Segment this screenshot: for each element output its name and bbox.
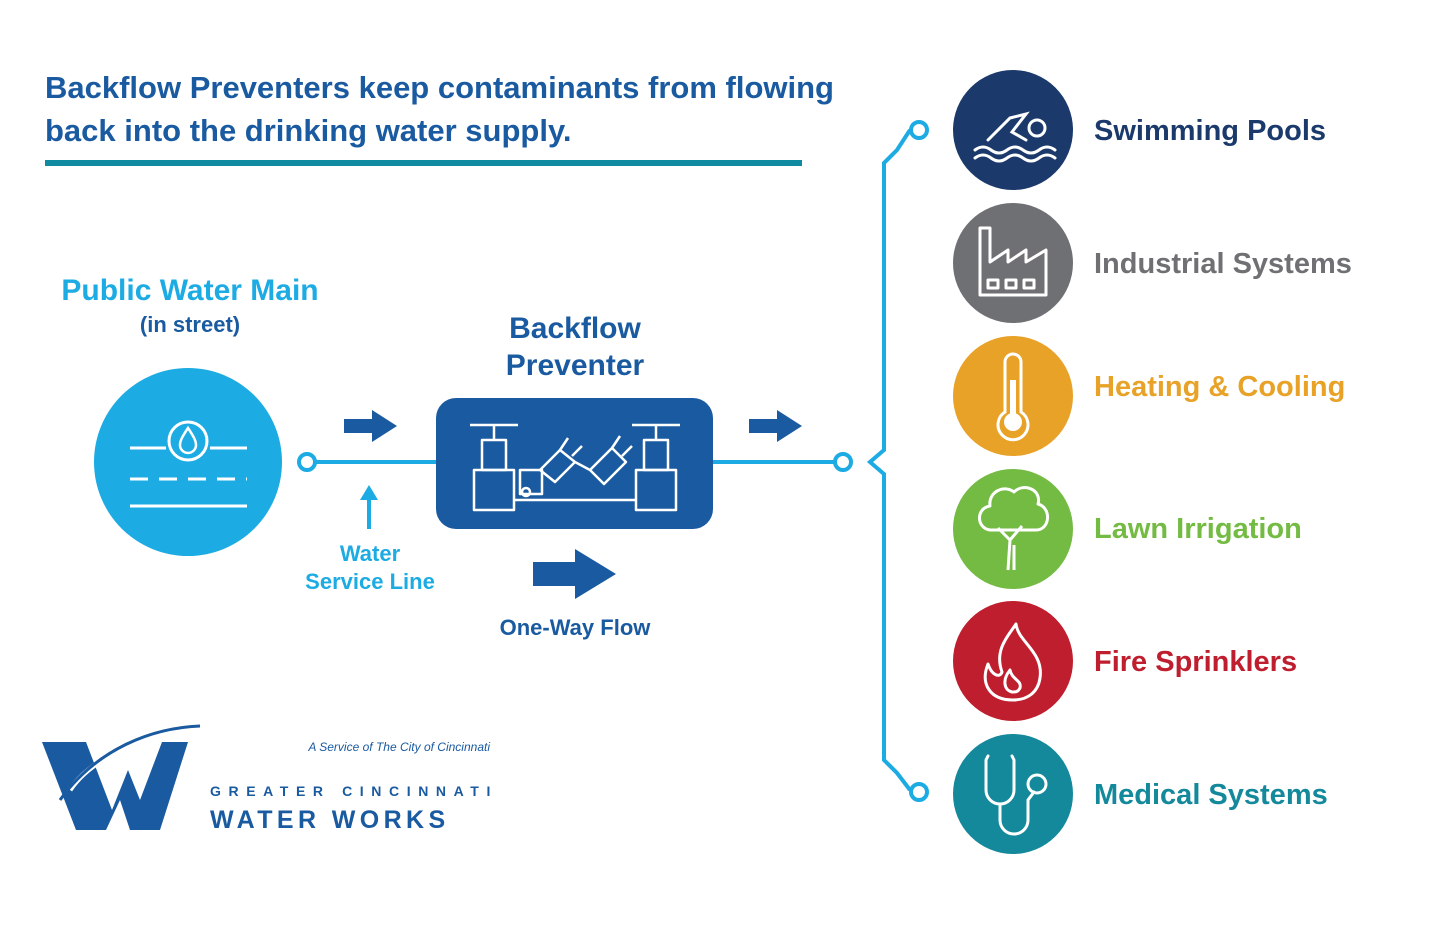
flow-arrow-icon bbox=[344, 410, 397, 442]
category-label-fire-sprinklers: Fire Sprinklers bbox=[1094, 646, 1298, 678]
one-way-flow-label: One-Way Flow bbox=[499, 615, 651, 640]
water-service-line-label-line2: Service Line bbox=[305, 569, 435, 594]
page-title: Backflow Preventers keep contaminants fr… bbox=[45, 70, 834, 148]
water-service-line-label-line1: Water bbox=[339, 541, 401, 566]
tree-icon bbox=[953, 469, 1073, 589]
category-label-medical-systems: Medical Systems bbox=[1094, 779, 1328, 811]
flow-arrow-icon bbox=[749, 410, 802, 442]
water-works-logo-icon bbox=[42, 724, 201, 830]
water-main-label: Public Water Main bbox=[61, 274, 319, 307]
category-label-heating-cooling: Heating & Cooling bbox=[1094, 371, 1346, 403]
org-name-line2: WATER WORKS bbox=[210, 806, 450, 834]
water-service-line-label: Water Service Line bbox=[270, 540, 470, 596]
service-pipe bbox=[297, 452, 853, 472]
title-divider bbox=[45, 160, 802, 166]
water-main-icon bbox=[94, 368, 282, 556]
city-service-tagline: A Service of The City of Cincinnati bbox=[308, 740, 490, 754]
backflow-preventer-label-line1: Backflow bbox=[509, 312, 641, 345]
up-arrow-icon bbox=[360, 485, 378, 529]
category-label-industrial-systems: Industrial Systems bbox=[1094, 248, 1352, 280]
org-name-line1: GREATER CINCINNATI bbox=[210, 783, 498, 799]
stethoscope-icon bbox=[953, 734, 1073, 854]
thermometer-icon bbox=[953, 336, 1073, 456]
swimmer-icon bbox=[953, 70, 1073, 190]
factory-icon bbox=[953, 203, 1073, 323]
category-label-swimming-pools: Swimming Pools bbox=[1094, 115, 1327, 147]
distribution-bracket bbox=[866, 120, 929, 802]
backflow-preventer-label: Backflow Preventer bbox=[455, 310, 695, 384]
backflow-preventer-label-line2: Preventer bbox=[505, 349, 645, 382]
water-main-sublabel: (in street) bbox=[139, 312, 241, 337]
flame-icon bbox=[953, 601, 1073, 721]
category-label-lawn-irrigation: Lawn Irrigation bbox=[1094, 513, 1302, 545]
one-way-flow-arrow-icon bbox=[533, 549, 616, 599]
backflow-preventer-icon bbox=[436, 398, 713, 529]
